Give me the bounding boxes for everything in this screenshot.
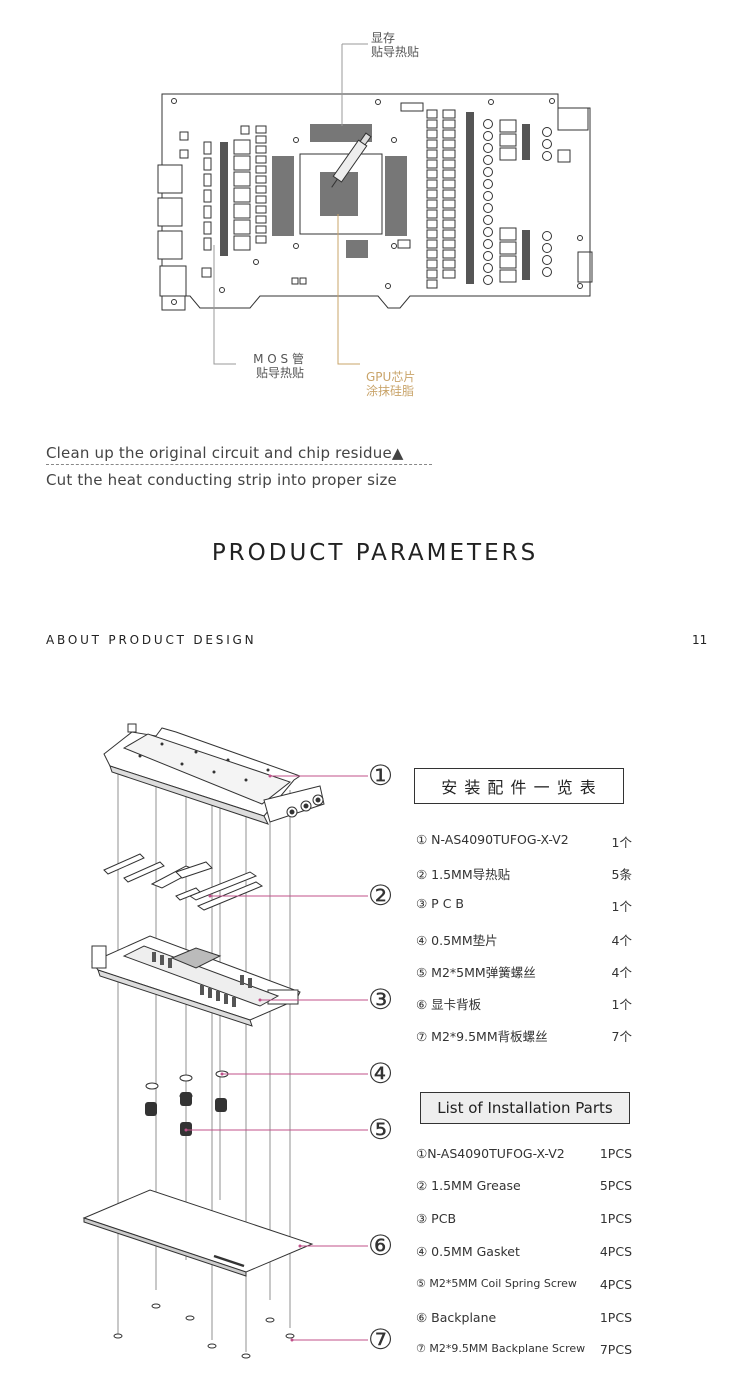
parts-en-heading: List of Installation Parts xyxy=(420,1092,630,1124)
callout-3: ③ xyxy=(368,984,394,1015)
exploded-assembly-diagram xyxy=(82,723,368,1359)
section-subtitle: ABOUT PRODUCT DESIGN xyxy=(46,633,257,647)
label-gpu: GPU芯片 涂抹硅脂 xyxy=(366,370,416,398)
callout-1: ① xyxy=(368,760,394,791)
label-mos: M O S 管 贴导热贴 xyxy=(253,352,304,380)
caption-cut: Cut the heat conducting strip into prope… xyxy=(46,471,397,489)
pcb-layout-diagram xyxy=(157,43,593,365)
callout-2: ② xyxy=(368,880,394,911)
caption-clean: Clean up the original circuit and chip r… xyxy=(46,444,432,465)
callout-6: ⑥ xyxy=(368,1230,394,1261)
callout-5: ⑤ xyxy=(368,1114,394,1145)
label-vram: 显存 贴导热贴 xyxy=(371,31,420,59)
parts-cn-heading: 安 装 配 件 一 览 表 xyxy=(414,768,624,804)
callout-7: ⑦ xyxy=(368,1324,394,1355)
page-number: 11 xyxy=(692,633,708,647)
section-title: PRODUCT PARAMETERS xyxy=(211,540,539,566)
callout-4: ④ xyxy=(368,1058,394,1089)
